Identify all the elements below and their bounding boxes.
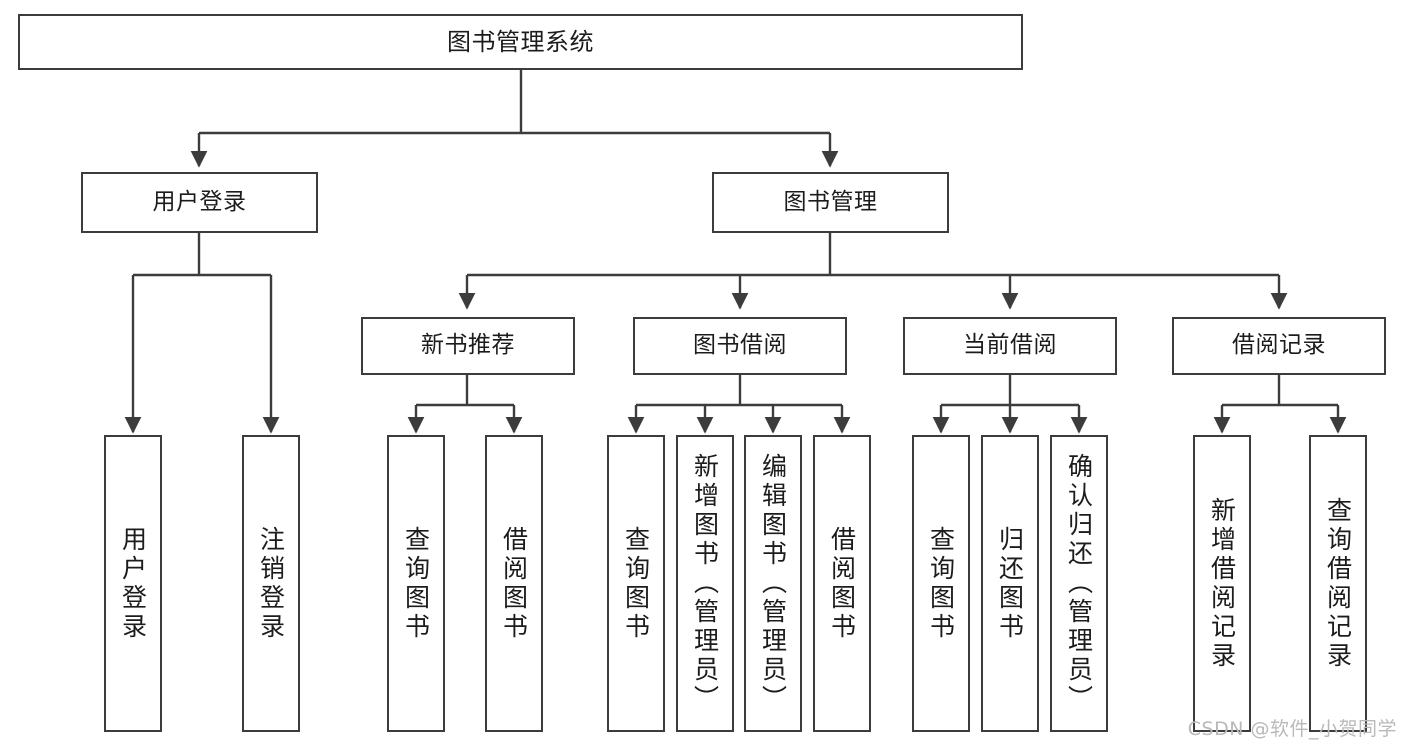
node-book-borrow[interactable]: 图书借阅 xyxy=(633,317,847,375)
node-user-login[interactable]: 用户登录 xyxy=(81,172,318,233)
leaf-borrow-borrow-book[interactable]: 借阅图书 xyxy=(813,435,871,732)
leaf-new-book-query[interactable]: 查询图书 xyxy=(387,435,445,732)
leaf-user-login-logout[interactable]: 注销登录 xyxy=(242,435,300,732)
csdn-watermark: CSDN @软件_小贺同学 xyxy=(1187,718,1397,740)
leaf-new-book-borrow[interactable]: 借阅图书 xyxy=(485,435,543,732)
node-label: 图书管理 xyxy=(783,188,878,215)
leaf-records-add-record[interactable]: 新增借阅记录 xyxy=(1193,435,1251,732)
node-label: 借阅图书 xyxy=(827,525,857,642)
node-label: 借阅记录 xyxy=(1232,332,1326,359)
node-root-system[interactable]: 图书管理系统 xyxy=(18,14,1023,70)
node-label: 查询图书 xyxy=(621,525,651,642)
leaf-current-query-book[interactable]: 查询图书 xyxy=(912,435,970,732)
node-label: 查询借阅记录 xyxy=(1323,496,1353,671)
node-label: 新增图书（管理员） xyxy=(690,453,720,714)
node-label: 用户登录 xyxy=(118,525,148,642)
node-borrow-records[interactable]: 借阅记录 xyxy=(1172,317,1386,375)
node-label: 图书借阅 xyxy=(693,332,787,359)
node-current-borrow[interactable]: 当前借阅 xyxy=(903,317,1117,375)
node-label: 查询图书 xyxy=(401,525,431,642)
node-label: 编辑图书（管理员） xyxy=(758,453,788,714)
node-label: 用户登录 xyxy=(152,188,247,215)
node-label: 注销登录 xyxy=(256,525,286,642)
node-label: 确认归还（管理员） xyxy=(1064,453,1094,714)
leaf-borrow-add-book-admin[interactable]: 新增图书（管理员） xyxy=(676,435,734,732)
node-new-book-recommendation[interactable]: 新书推荐 xyxy=(361,317,575,375)
node-label: 查询图书 xyxy=(926,525,956,642)
leaf-user-login-login[interactable]: 用户登录 xyxy=(104,435,162,732)
leaf-current-confirm-return-admin[interactable]: 确认归还（管理员） xyxy=(1050,435,1108,732)
node-label: 当前借阅 xyxy=(963,332,1057,359)
node-book-management[interactable]: 图书管理 xyxy=(712,172,949,233)
leaf-records-query-record[interactable]: 查询借阅记录 xyxy=(1309,435,1367,732)
leaf-borrow-edit-book-admin[interactable]: 编辑图书（管理员） xyxy=(744,435,802,732)
leaf-borrow-query-book[interactable]: 查询图书 xyxy=(607,435,665,732)
node-label: 归还图书 xyxy=(995,525,1025,642)
leaf-current-return-book[interactable]: 归还图书 xyxy=(981,435,1039,732)
node-label: 图书管理系统 xyxy=(447,27,594,56)
node-label: 新增借阅记录 xyxy=(1207,496,1237,671)
node-label: 新书推荐 xyxy=(421,332,515,359)
node-label: 借阅图书 xyxy=(499,525,529,642)
